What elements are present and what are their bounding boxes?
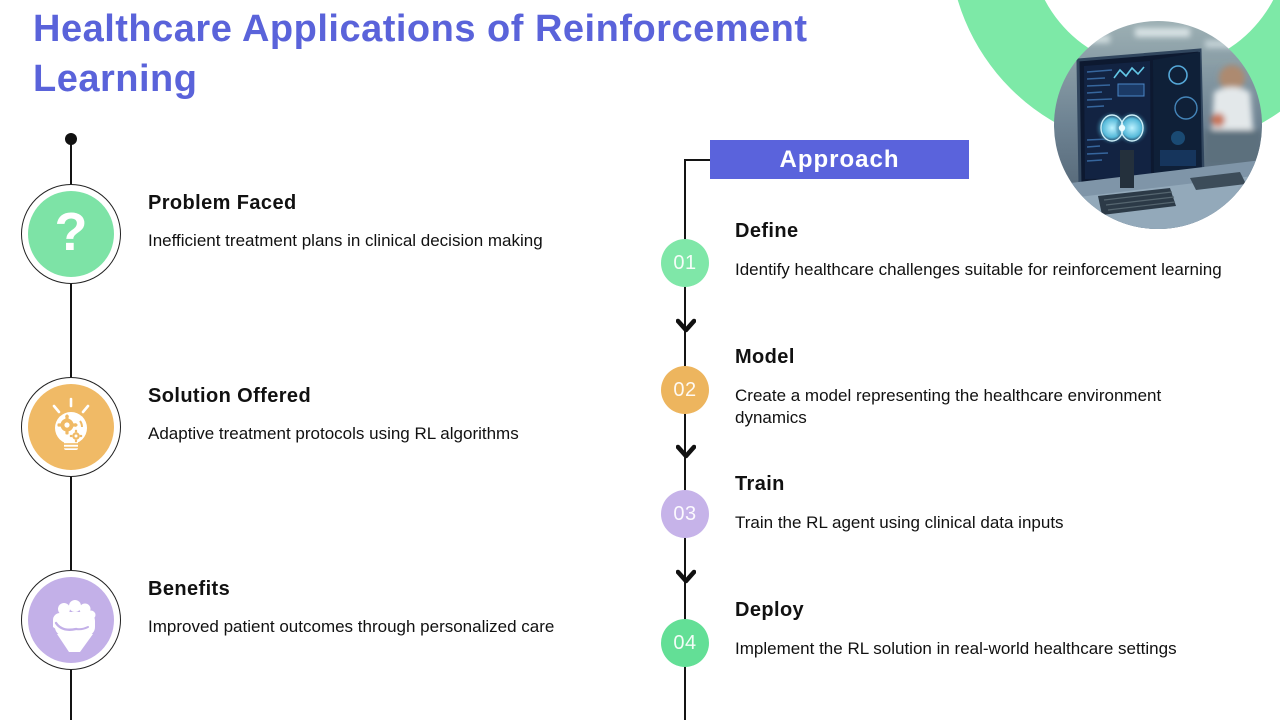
problem-heading: Problem Faced [148, 192, 297, 214]
step-train: Train Train the RL agent using clinical … [735, 471, 1235, 534]
benefits-icon-ring [21, 570, 121, 670]
problem-item: Problem Faced Inefficient treatment plan… [148, 190, 688, 252]
arrow-down-icon [676, 569, 696, 584]
benefits-heading: Benefits [148, 578, 231, 600]
approach-timeline-line [684, 159, 686, 720]
problem-icon-ring: ? [21, 184, 121, 284]
approach-header: Approach [710, 140, 969, 179]
step-model-heading: Model [735, 346, 795, 368]
researcher-figure [1204, 65, 1262, 164]
timeline-start-dot [65, 133, 77, 145]
page-title: Healthcare Applications of Reinforcement… [33, 8, 808, 100]
step-define-description: Identify healthcare challenges suitable … [735, 260, 1222, 279]
solution-description: Adaptive treatment protocols using RL al… [148, 424, 519, 443]
step-define: Define Identify healthcare challenges su… [735, 218, 1235, 281]
lightbulb-gear-icon [28, 384, 114, 470]
step-model-description: Create a model representing the healthca… [735, 386, 1162, 427]
solution-icon-ring [21, 377, 121, 477]
step-model: Model Create a model representing the he… [735, 344, 1235, 429]
step-badge-02: 02 [661, 366, 709, 414]
step-train-description: Train the RL agent using clinical data i… [735, 513, 1064, 532]
fist-icon [28, 577, 114, 663]
step-badge-03: 03 [661, 490, 709, 538]
arrow-down-icon [676, 318, 696, 333]
step-train-heading: Train [735, 473, 785, 495]
solution-item: Solution Offered Adaptive treatment prot… [148, 383, 688, 445]
step-deploy: Deploy Implement the RL solution in real… [735, 597, 1235, 660]
question-mark-icon: ? [28, 191, 114, 277]
monitor-screen [1076, 48, 1205, 187]
step-deploy-heading: Deploy [735, 599, 805, 621]
brain-scan-graphic [1095, 111, 1149, 145]
arrow-down-icon [676, 444, 696, 459]
approach-connector-line [684, 159, 711, 161]
step-badge-01: 01 [661, 239, 709, 287]
step-badge-04: 04 [661, 619, 709, 667]
solution-heading: Solution Offered [148, 385, 312, 407]
step-deploy-description: Implement the RL solution in real-world … [735, 639, 1177, 658]
lab-monitors-photo [1054, 21, 1262, 229]
problem-description: Inefficient treatment plans in clinical … [148, 231, 543, 250]
benefits-description: Improved patient outcomes through person… [148, 617, 555, 636]
benefits-item: Benefits Improved patient outcomes throu… [148, 576, 688, 638]
approach-header-label: Approach [779, 145, 900, 173]
corner-decoration [957, 0, 1280, 229]
step-define-heading: Define [735, 220, 799, 242]
